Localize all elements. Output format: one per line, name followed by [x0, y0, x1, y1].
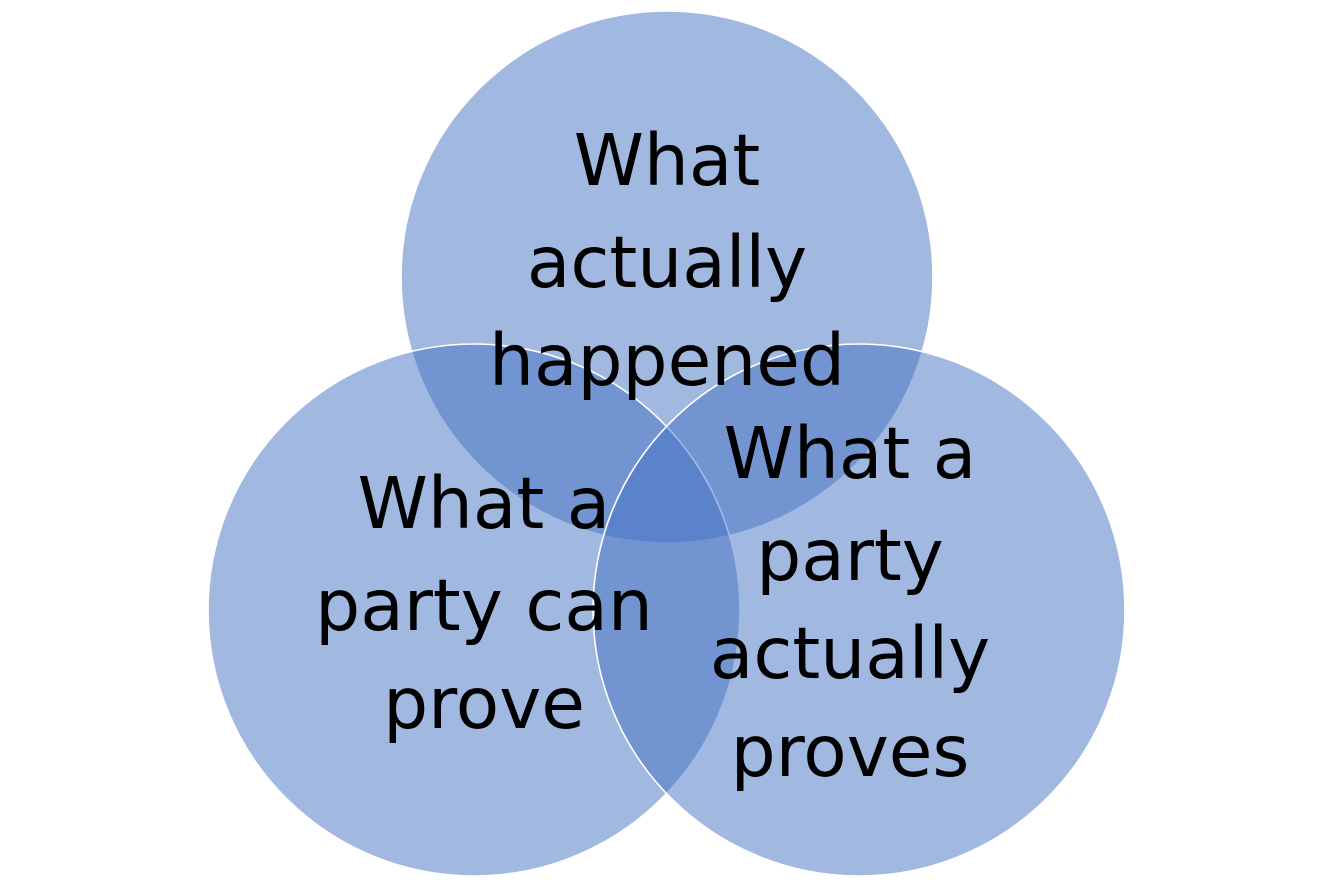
label-line: proves: [731, 710, 970, 793]
circle-what-a-party-actually-proves: [592, 343, 1126, 877]
label-line: What a: [358, 462, 611, 545]
label-line: prove: [383, 662, 585, 745]
label-line: What: [574, 119, 761, 202]
label-line: happened: [489, 319, 845, 402]
label-line: party: [756, 514, 944, 597]
label-line: actually: [527, 221, 807, 304]
label-what-a-party-actually-proves: What a party actually proves: [710, 412, 990, 793]
label-what-a-party-can-prove: What a party can prove: [315, 462, 653, 745]
label-line: What a: [724, 412, 977, 495]
label-line: party can: [315, 564, 653, 647]
label-line: actually: [710, 612, 990, 695]
label-what-actually-happened: What actually happened: [489, 119, 845, 402]
